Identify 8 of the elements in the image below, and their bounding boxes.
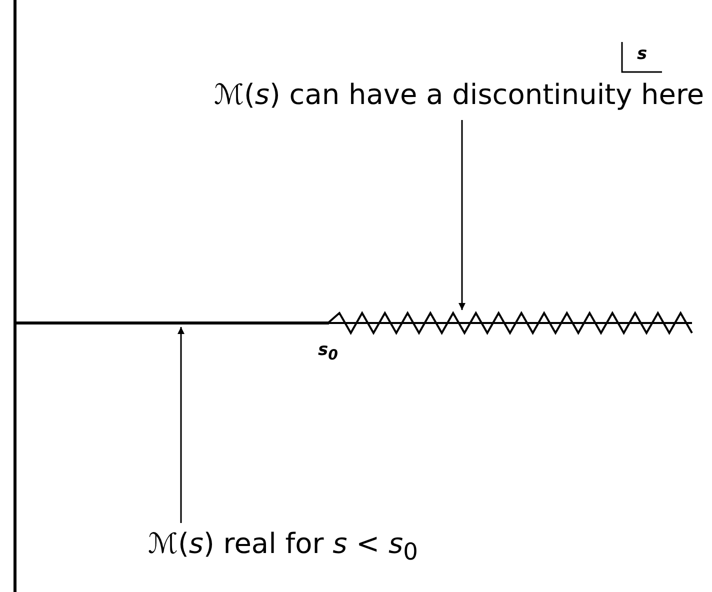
real-axis bbox=[15, 321, 329, 325]
callout-text: ℳ(s) real for s < s$_{0}$ bbox=[148, 527, 418, 569]
leader-arrow bbox=[178, 327, 184, 523]
callout-text: ℳ(s) can have a discontinuity here bbox=[214, 78, 704, 112]
branch-cut bbox=[328, 312, 692, 334]
leader-arrow bbox=[458, 120, 466, 310]
branch-point-label: s$_{0}$ bbox=[318, 340, 338, 364]
plane-label: s bbox=[637, 44, 648, 64]
